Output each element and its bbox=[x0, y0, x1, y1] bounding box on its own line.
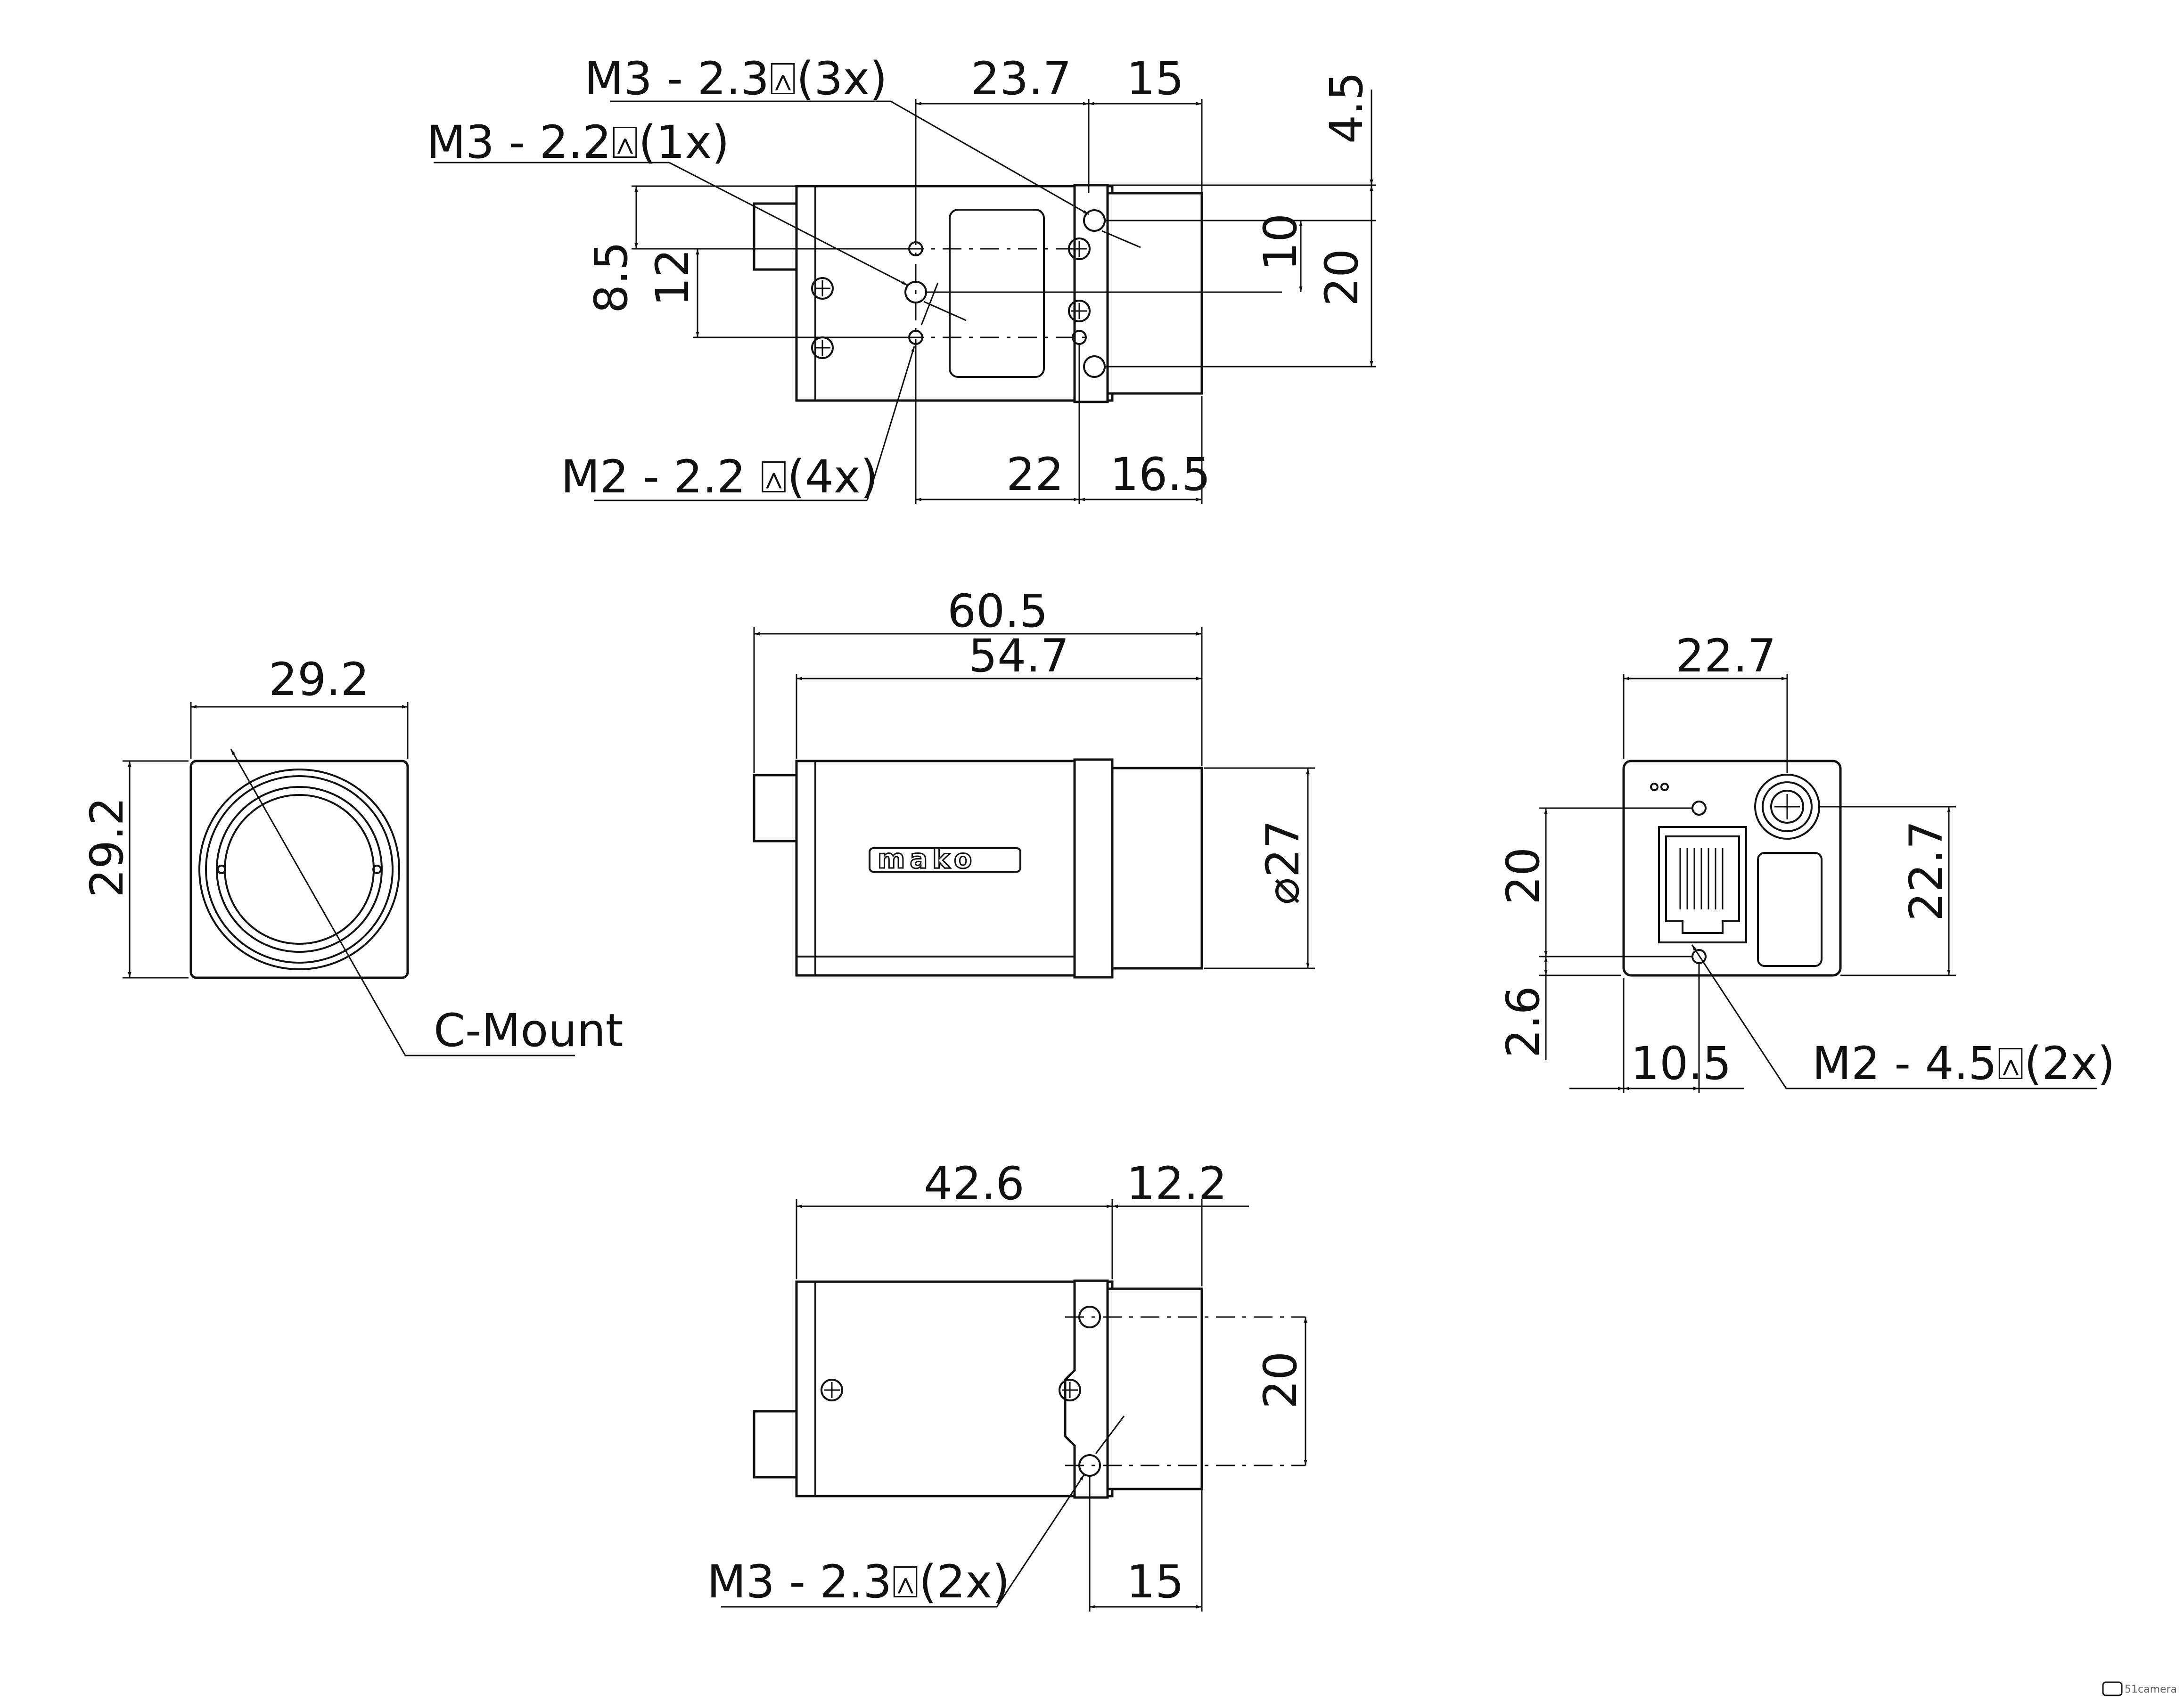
bottom-callout-m3: M3 - 2.3⍓(2x) bbox=[707, 1555, 1010, 1608]
mount-hole bbox=[1083, 355, 1106, 378]
dim-23-7: 23.7 bbox=[971, 52, 1072, 105]
mount-hole bbox=[1691, 949, 1707, 964]
label-window bbox=[949, 209, 1045, 378]
rear-height-dim: 22.7 bbox=[1900, 820, 1953, 921]
mount-hole bbox=[1083, 209, 1106, 232]
watermark: 51camera bbox=[2102, 1681, 2177, 1696]
front-view: 29.2 29.2 C-Mount bbox=[81, 653, 624, 1057]
bottom-dim-15: 15 bbox=[1126, 1555, 1184, 1608]
screw-icon bbox=[811, 336, 834, 359]
dim-16-5: 16.5 bbox=[1110, 448, 1211, 501]
dim-15: 15 bbox=[1126, 52, 1184, 105]
dim-4-5: 4.5 bbox=[1320, 72, 1373, 144]
front-height-dim: 29.2 bbox=[81, 797, 133, 898]
dim-22: 22 bbox=[1006, 448, 1064, 501]
camera-body-top bbox=[795, 185, 1114, 402]
connector-stub bbox=[753, 202, 800, 271]
brand-logo: mako bbox=[878, 844, 977, 875]
rear-width-dim: 22.7 bbox=[1675, 630, 1776, 682]
connector-stub-side bbox=[753, 774, 800, 843]
screw-icon bbox=[1059, 1379, 1081, 1401]
callout-m3-3x: M3 - 2.3⍓(3x) bbox=[584, 52, 887, 105]
screw-icon bbox=[811, 277, 834, 300]
lens-mount-top bbox=[1106, 192, 1203, 395]
callout-m2-4x: M2 - 2.2 ⍓(4x) bbox=[561, 450, 878, 503]
bottom-dim-12-2: 12.2 bbox=[1126, 1157, 1227, 1210]
body-length-dim: 54.7 bbox=[969, 630, 1069, 682]
c-mount-outer-ring bbox=[198, 769, 400, 970]
watermark-text: 51camera bbox=[2125, 1684, 2177, 1695]
bottom-view: 42.6 12.2 20 15 M3 - 2.3⍓(2x) bbox=[707, 1157, 1307, 1612]
screw-icon bbox=[1068, 300, 1091, 322]
dim-12: 12 bbox=[646, 249, 699, 306]
rear-label-area bbox=[1757, 852, 1823, 967]
diameter-dim: ⌀27 bbox=[1256, 820, 1309, 905]
ethernet-port-icon bbox=[1658, 826, 1747, 943]
mount-hole bbox=[1691, 801, 1707, 816]
side-view: mako 60.5 54.7 ⌀27 bbox=[753, 585, 1315, 979]
overall-length-dim: 60.5 bbox=[947, 585, 1048, 638]
callout-m3-1x: M3 - 2.2⍓(1x) bbox=[427, 116, 730, 169]
rear-dim-10-5: 10.5 bbox=[1631, 1037, 1732, 1090]
screw-icon bbox=[821, 1379, 843, 1401]
rear-callout-m2: M2 - 4.5⍓(2x) bbox=[1812, 1037, 2115, 1090]
lens-mount-side bbox=[1111, 767, 1203, 970]
dim-10: 10 bbox=[1254, 213, 1307, 271]
camera-body-side bbox=[795, 760, 1114, 977]
top-view: M3 - 2.3⍓(3x) M3 - 2.2⍓(1x) M2 - 2.2 ⍓(4… bbox=[427, 52, 1376, 504]
connector-stub-bottom bbox=[753, 1410, 800, 1479]
rear-dim-2-6: 2.6 bbox=[1497, 986, 1550, 1058]
front-width-dim: 29.2 bbox=[269, 653, 369, 706]
lens-mount-bottom bbox=[1106, 1287, 1203, 1490]
bottom-dim-20: 20 bbox=[1254, 1351, 1307, 1409]
dim-20: 20 bbox=[1315, 249, 1368, 306]
rear-dim-20: 20 bbox=[1497, 847, 1550, 905]
bottom-dim-42-6: 42.6 bbox=[924, 1157, 1025, 1210]
dim-8-5: 8.5 bbox=[585, 241, 638, 313]
front-ring-side bbox=[1073, 758, 1114, 979]
brand-logo-plate bbox=[869, 847, 1021, 873]
c-mount-label: C-Mount bbox=[434, 1004, 624, 1057]
rear-view: 22.7 22.7 20 2.6 10.5 M2 - 4.5⍓(2x) bbox=[1497, 630, 2115, 1093]
